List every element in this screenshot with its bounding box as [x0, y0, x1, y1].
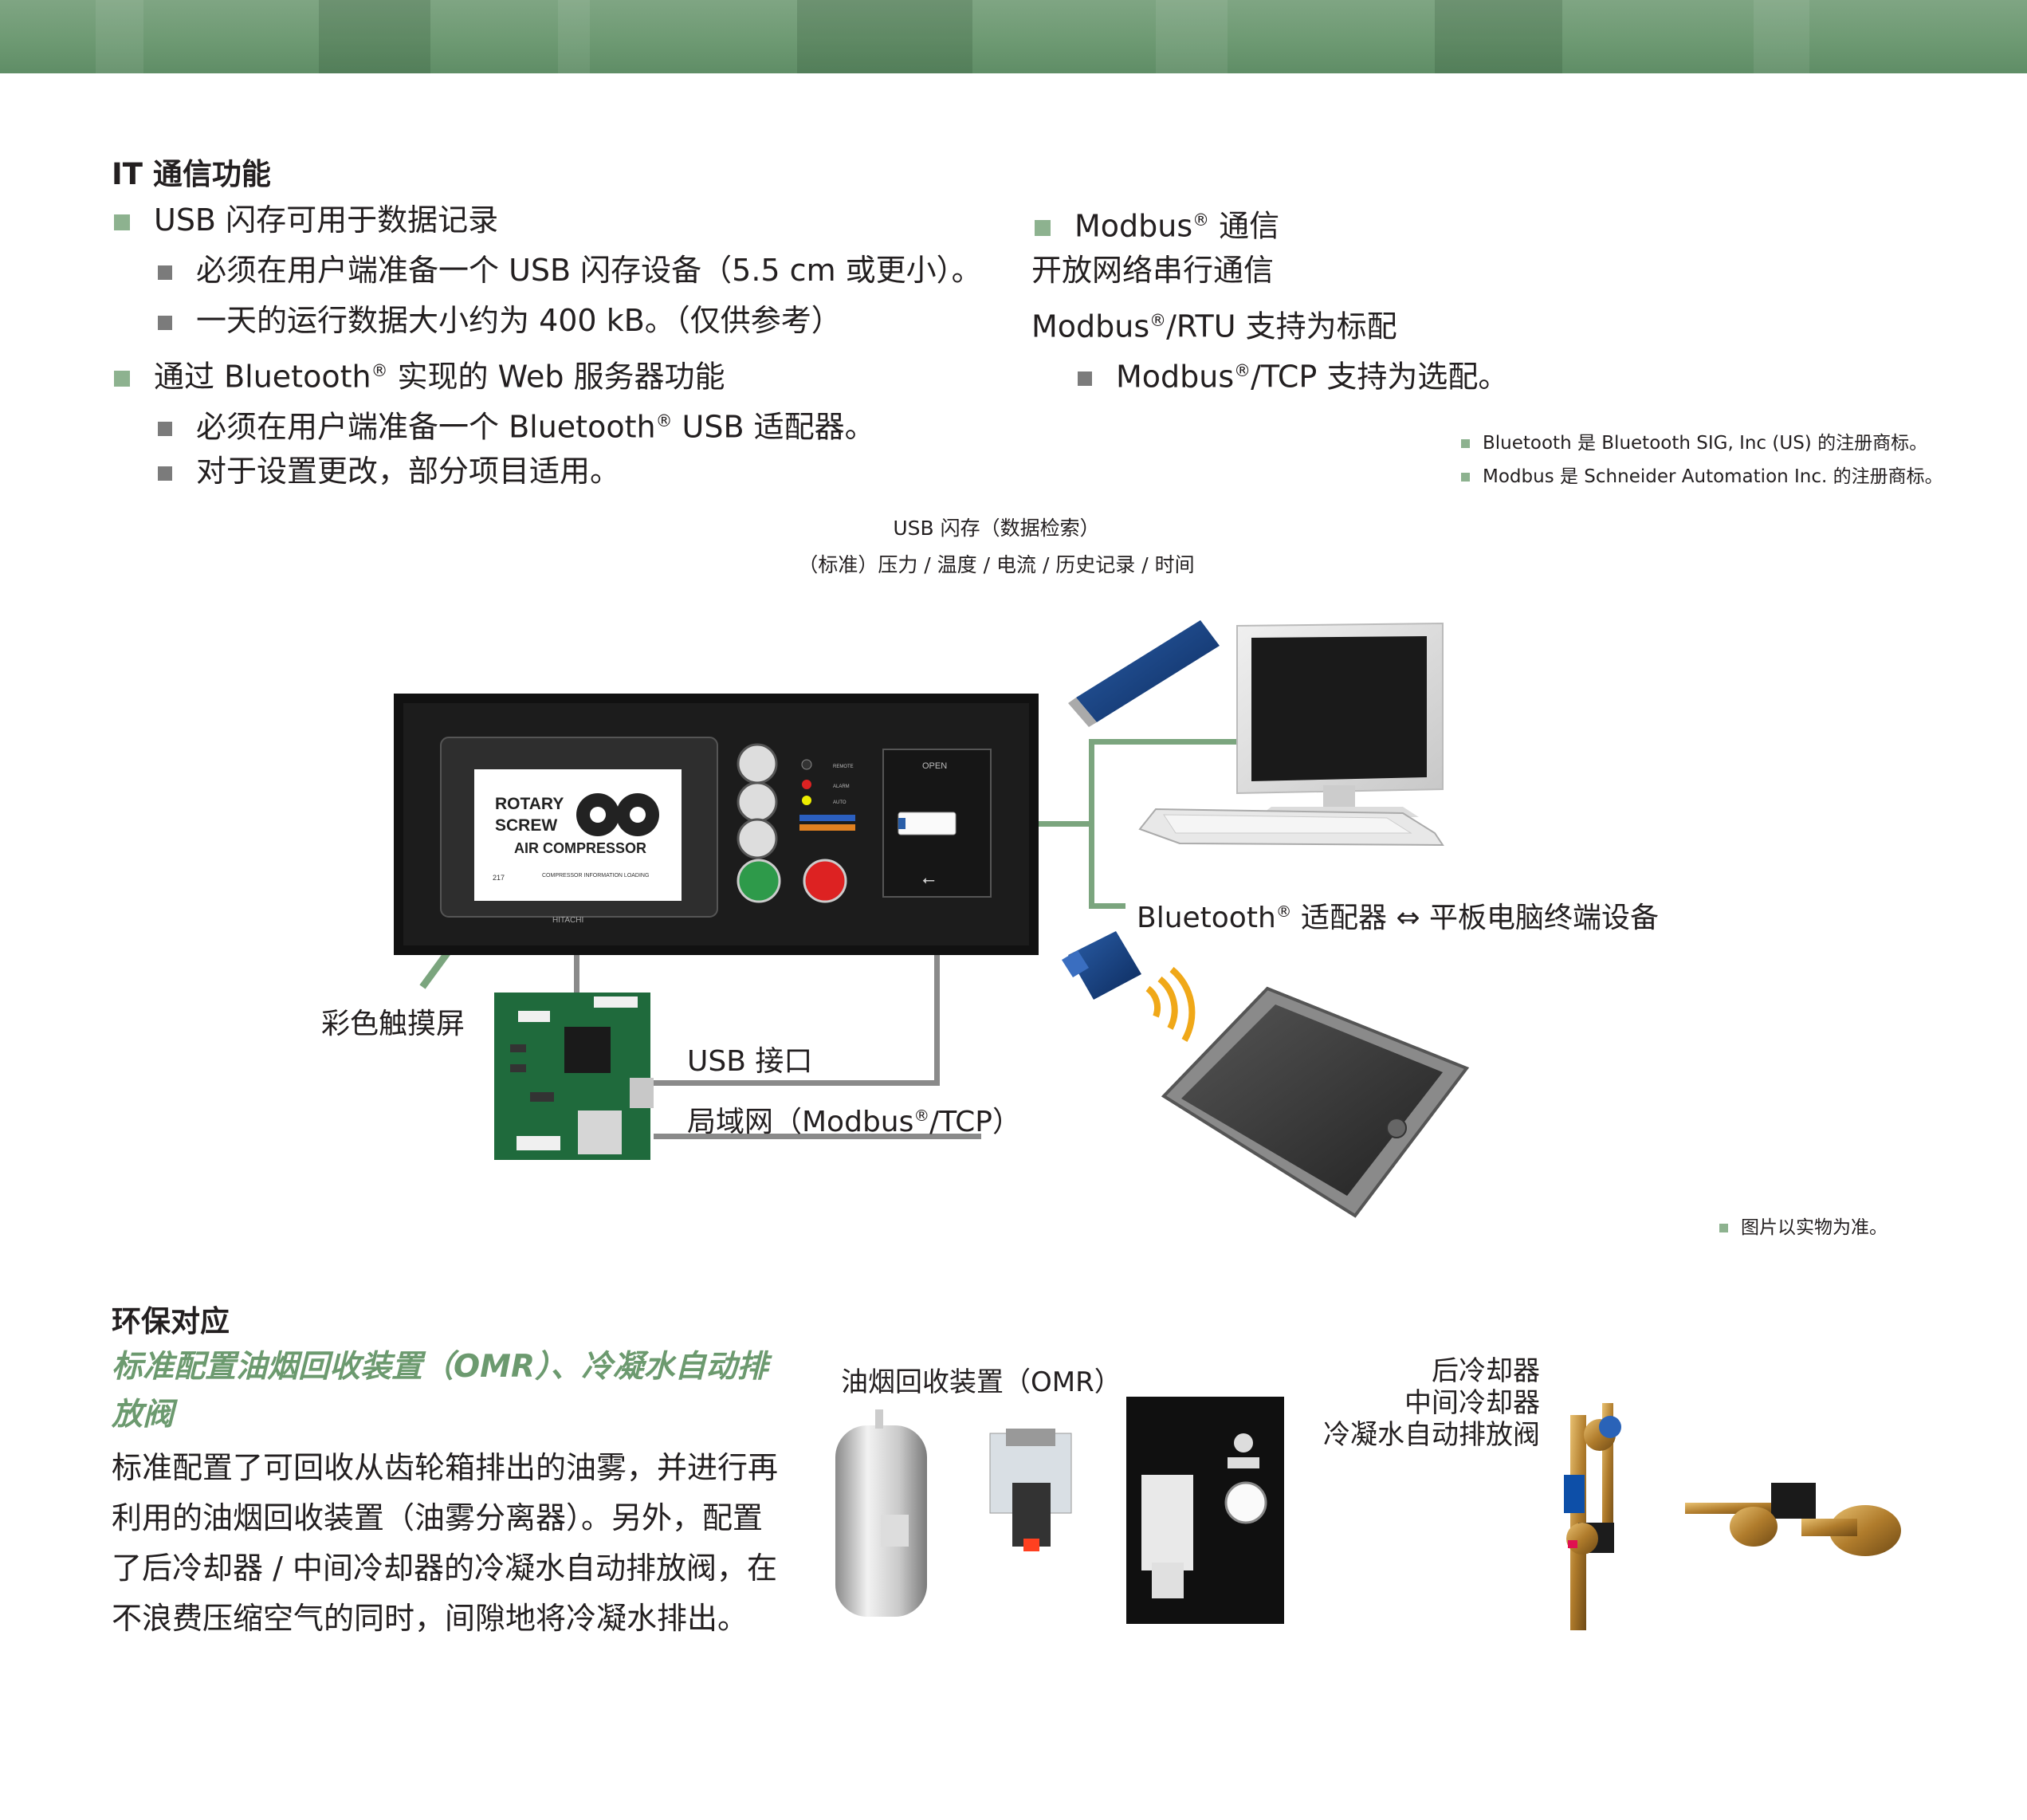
bullet-icon [1461, 439, 1470, 448]
list-item: 对于设置更改，部分项目适用。 [158, 450, 620, 492]
env-subtitle: 标准配置油烟回收装置（OMR）、冷凝水自动排放阀 [112, 1349, 768, 1433]
bullet-icon [158, 315, 172, 330]
menu-button-icon [737, 743, 778, 784]
usb-caption-detail: （标准）压力 / 温度 / 电流 / 历史记录 / 时间 [798, 553, 1195, 576]
intercooler-valve-assembly [1685, 1483, 1901, 1556]
bullet-icon [114, 371, 130, 387]
cooler-caption: 中间冷却器 [1404, 1387, 1540, 1419]
list-item: 必须在用户端准备一个 USB 闪存设备（5.5 cm 或更小）。 [158, 250, 982, 291]
screen-title-1: ROTARY [495, 795, 564, 813]
bullet-icon [1078, 371, 1092, 387]
omr-filter-unit [989, 1429, 1072, 1551]
bullet-icon [114, 214, 130, 230]
connector-lines [574, 897, 981, 1139]
setting-button-icon [737, 781, 778, 823]
desktop-computer [1138, 622, 1444, 847]
usb-caption: USB 闪存（数据检索） [893, 517, 1100, 540]
wireless-signal-icon [1145, 966, 1196, 1043]
controller-panel: ROTARY SCREW AIR COMPRESSOR 217 COMPRESS… [394, 694, 1039, 955]
aftercooler-valve-assembly [1564, 1403, 1621, 1630]
header-banner [0, 0, 2027, 73]
reset-button-icon [737, 818, 778, 859]
brand-label: HITACHI [552, 916, 583, 925]
usb-panel-label: OPEN [922, 761, 947, 771]
omr-control-panel [1126, 1397, 1284, 1624]
list-item: USB 闪存可用于数据记录 [114, 199, 498, 241]
indicator-label: REMOTE [833, 765, 854, 769]
usb-icon: ⭠ [922, 870, 935, 889]
lan-label: 局域网（Modbus®/TCP） [687, 1106, 1022, 1138]
start-button-icon [737, 859, 781, 903]
trademark-note: Bluetooth 是 Bluetooth SIG, Inc (US) 的注册商… [1461, 427, 1927, 454]
list-item: 一天的运行数据大小约为 400 kB。（仅供参考） [158, 300, 842, 341]
list-item: 必须在用户端准备一个 Bluetooth® USB 适配器。 [158, 400, 875, 448]
rotor-logo-icon [576, 793, 659, 836]
cooler-caption: 后冷却器 [1432, 1355, 1540, 1387]
circuit-board [494, 993, 654, 1160]
bullet-icon [158, 466, 172, 481]
screen-number: 217 [493, 874, 505, 882]
bluetooth-adapter [1062, 931, 1141, 1000]
bullet-icon [1461, 473, 1470, 482]
bullet-icon [158, 265, 172, 280]
bullet-icon [1035, 220, 1051, 237]
usb-flash-drive [1068, 620, 1220, 727]
screen-footer: COMPRESSOR INFORMATION LOADING [542, 873, 649, 879]
list-item: Modbus® 通信 [1035, 199, 1279, 247]
env-body: 标准配置了可回收从齿轮箱排出的油雾，并进行再利用的油烟回收装置（油雾分离器）。另… [112, 1450, 779, 1636]
omr-caption: 油烟回收装置（OMR） [841, 1366, 1122, 1398]
bullet-icon [158, 422, 172, 437]
cooler-caption: 冷凝水自动排放阀 [1323, 1419, 1540, 1451]
photo-note: 图片以实物为准。 [1719, 1212, 1888, 1239]
tablet-device [1161, 986, 1470, 1218]
bluetooth-label: Bluetooth® 适配器 ⇔ 平板电脑终端设备 [1137, 902, 1660, 934]
list-item: 开放网络串行通信 [1031, 253, 1275, 288]
list-item: Modbus®/RTU 支持为标配 [1031, 309, 1397, 344]
trademark-note: Modbus 是 Schneider Automation Inc. 的注册商标… [1461, 461, 1943, 488]
cooler-captions: 后冷却器 中间冷却器 冷凝水自动排放阀 [1251, 1355, 1540, 1451]
usb-port-label: USB 接口 [687, 1045, 813, 1078]
screen-subtitle: AIR COMPRESSOR [514, 840, 646, 856]
indicator-label: AUTO [833, 800, 847, 805]
list-item: 通过 Bluetooth® 实现的 Web 服务器功能 [114, 350, 725, 398]
section-title-it: IT 通信功能 [112, 157, 271, 191]
bullet-icon [1719, 1224, 1728, 1232]
list-item: Modbus®/TCP 支持为选配。 [1078, 350, 1508, 398]
indicator-label: ALARM [833, 784, 850, 789]
screen-title-2: SCREW [495, 816, 557, 835]
touchscreen-label: 彩色触摸屏 [321, 1008, 466, 1040]
stop-button-icon [803, 859, 847, 903]
section-title-env: 环保对应 [112, 1304, 230, 1338]
omr-separator-tank [835, 1409, 927, 1617]
